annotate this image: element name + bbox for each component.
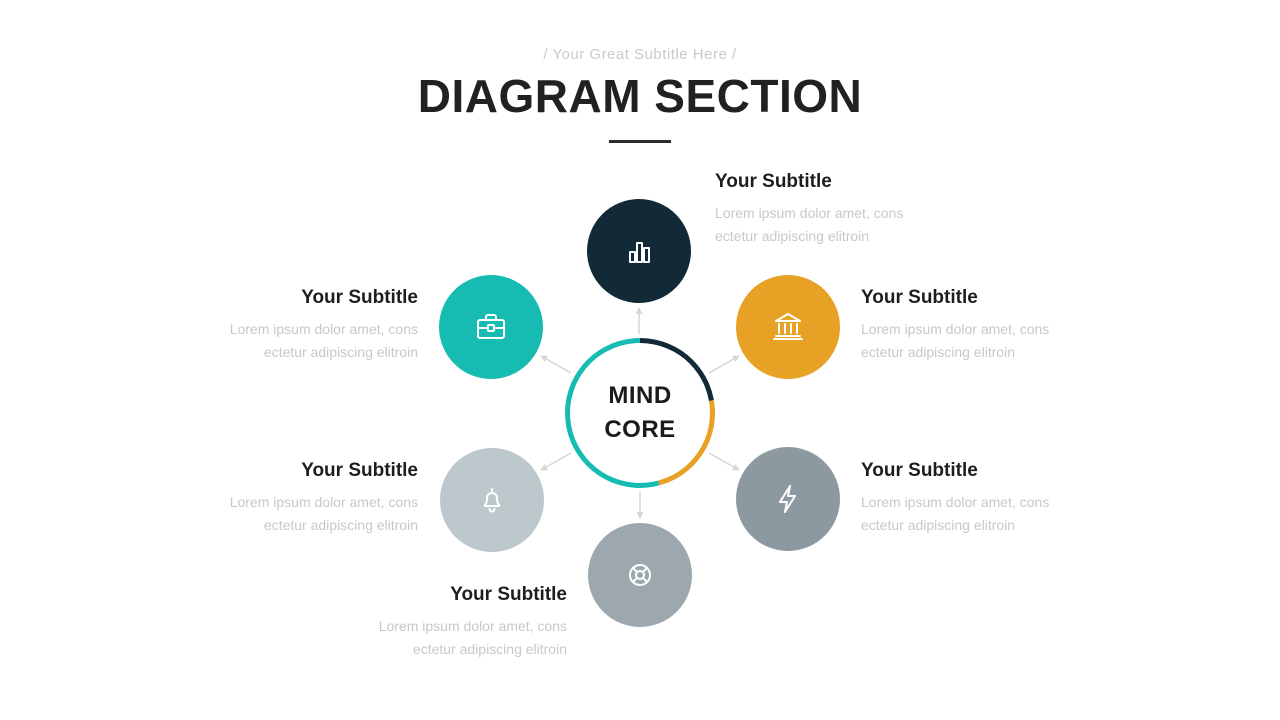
callout-body: Lorem ipsum dolor amet, cons ectetur adi… [861,494,1050,533]
callout-title: Your Subtitle [301,287,418,308]
callout-body: Lorem ipsum dolor amet, cons ectetur adi… [229,321,418,360]
node-circle-top-right [736,275,840,379]
callout-title: Your Subtitle [301,460,418,481]
callout-body: Lorem ipsum dolor amet, cons ectetur adi… [378,618,567,657]
lightning-icon [767,478,809,520]
node-circle-top-left [439,275,543,379]
callout-top-right: Your Subtitle Lorem ipsum dolor amet, co… [861,287,1079,364]
connector-bottom-left [540,452,572,471]
connector-top-left [540,355,572,374]
callout-body: Lorem ipsum dolor amet, cons ectetur adi… [715,205,904,244]
node-circle-bottom-right [736,447,840,551]
core-circle: MIND CORE [570,343,710,483]
core-ring: MIND CORE [565,338,715,488]
callout-bottom-right: Your Subtitle Lorem ipsum dolor amet, co… [861,460,1079,537]
callout-body: Lorem ipsum dolor amet, cons ectetur adi… [229,494,418,533]
briefcase-icon [470,306,512,348]
connector-top-right [708,355,740,374]
header: / Your Great Subtitle Here / DIAGRAM SEC… [0,46,1280,143]
callout-bottom: Your Subtitle Lorem ipsum dolor amet, co… [349,584,567,661]
node-circle-top [587,199,691,303]
callout-title: Your Subtitle [861,287,978,308]
bank-icon [767,306,809,348]
callout-title: Your Subtitle [450,584,567,605]
callout-title: Your Subtitle [861,460,978,481]
bell-icon [471,479,513,521]
callout-bottom-left: Your Subtitle Lorem ipsum dolor amet, co… [200,460,418,537]
lifebuoy-icon [619,554,661,596]
node-circle-bottom-left [440,448,544,552]
core-title-line2: CORE [604,416,676,443]
node-circle-bottom [588,523,692,627]
callout-top-left: Your Subtitle Lorem ipsum dolor amet, co… [200,287,418,364]
callout-body: Lorem ipsum dolor amet, cons ectetur adi… [861,321,1050,360]
page-title: DIAGRAM SECTION [417,70,863,122]
callout-title: Your Subtitle [715,171,832,192]
callout-top: Your Subtitle Lorem ipsum dolor amet, co… [715,171,933,248]
bar-chart-icon [618,230,660,272]
connector-bottom-right [708,452,740,471]
title-underline [609,140,671,143]
core-title-line1: MIND [608,382,672,410]
header-subtitle: / Your Great Subtitle Here / [543,46,737,63]
